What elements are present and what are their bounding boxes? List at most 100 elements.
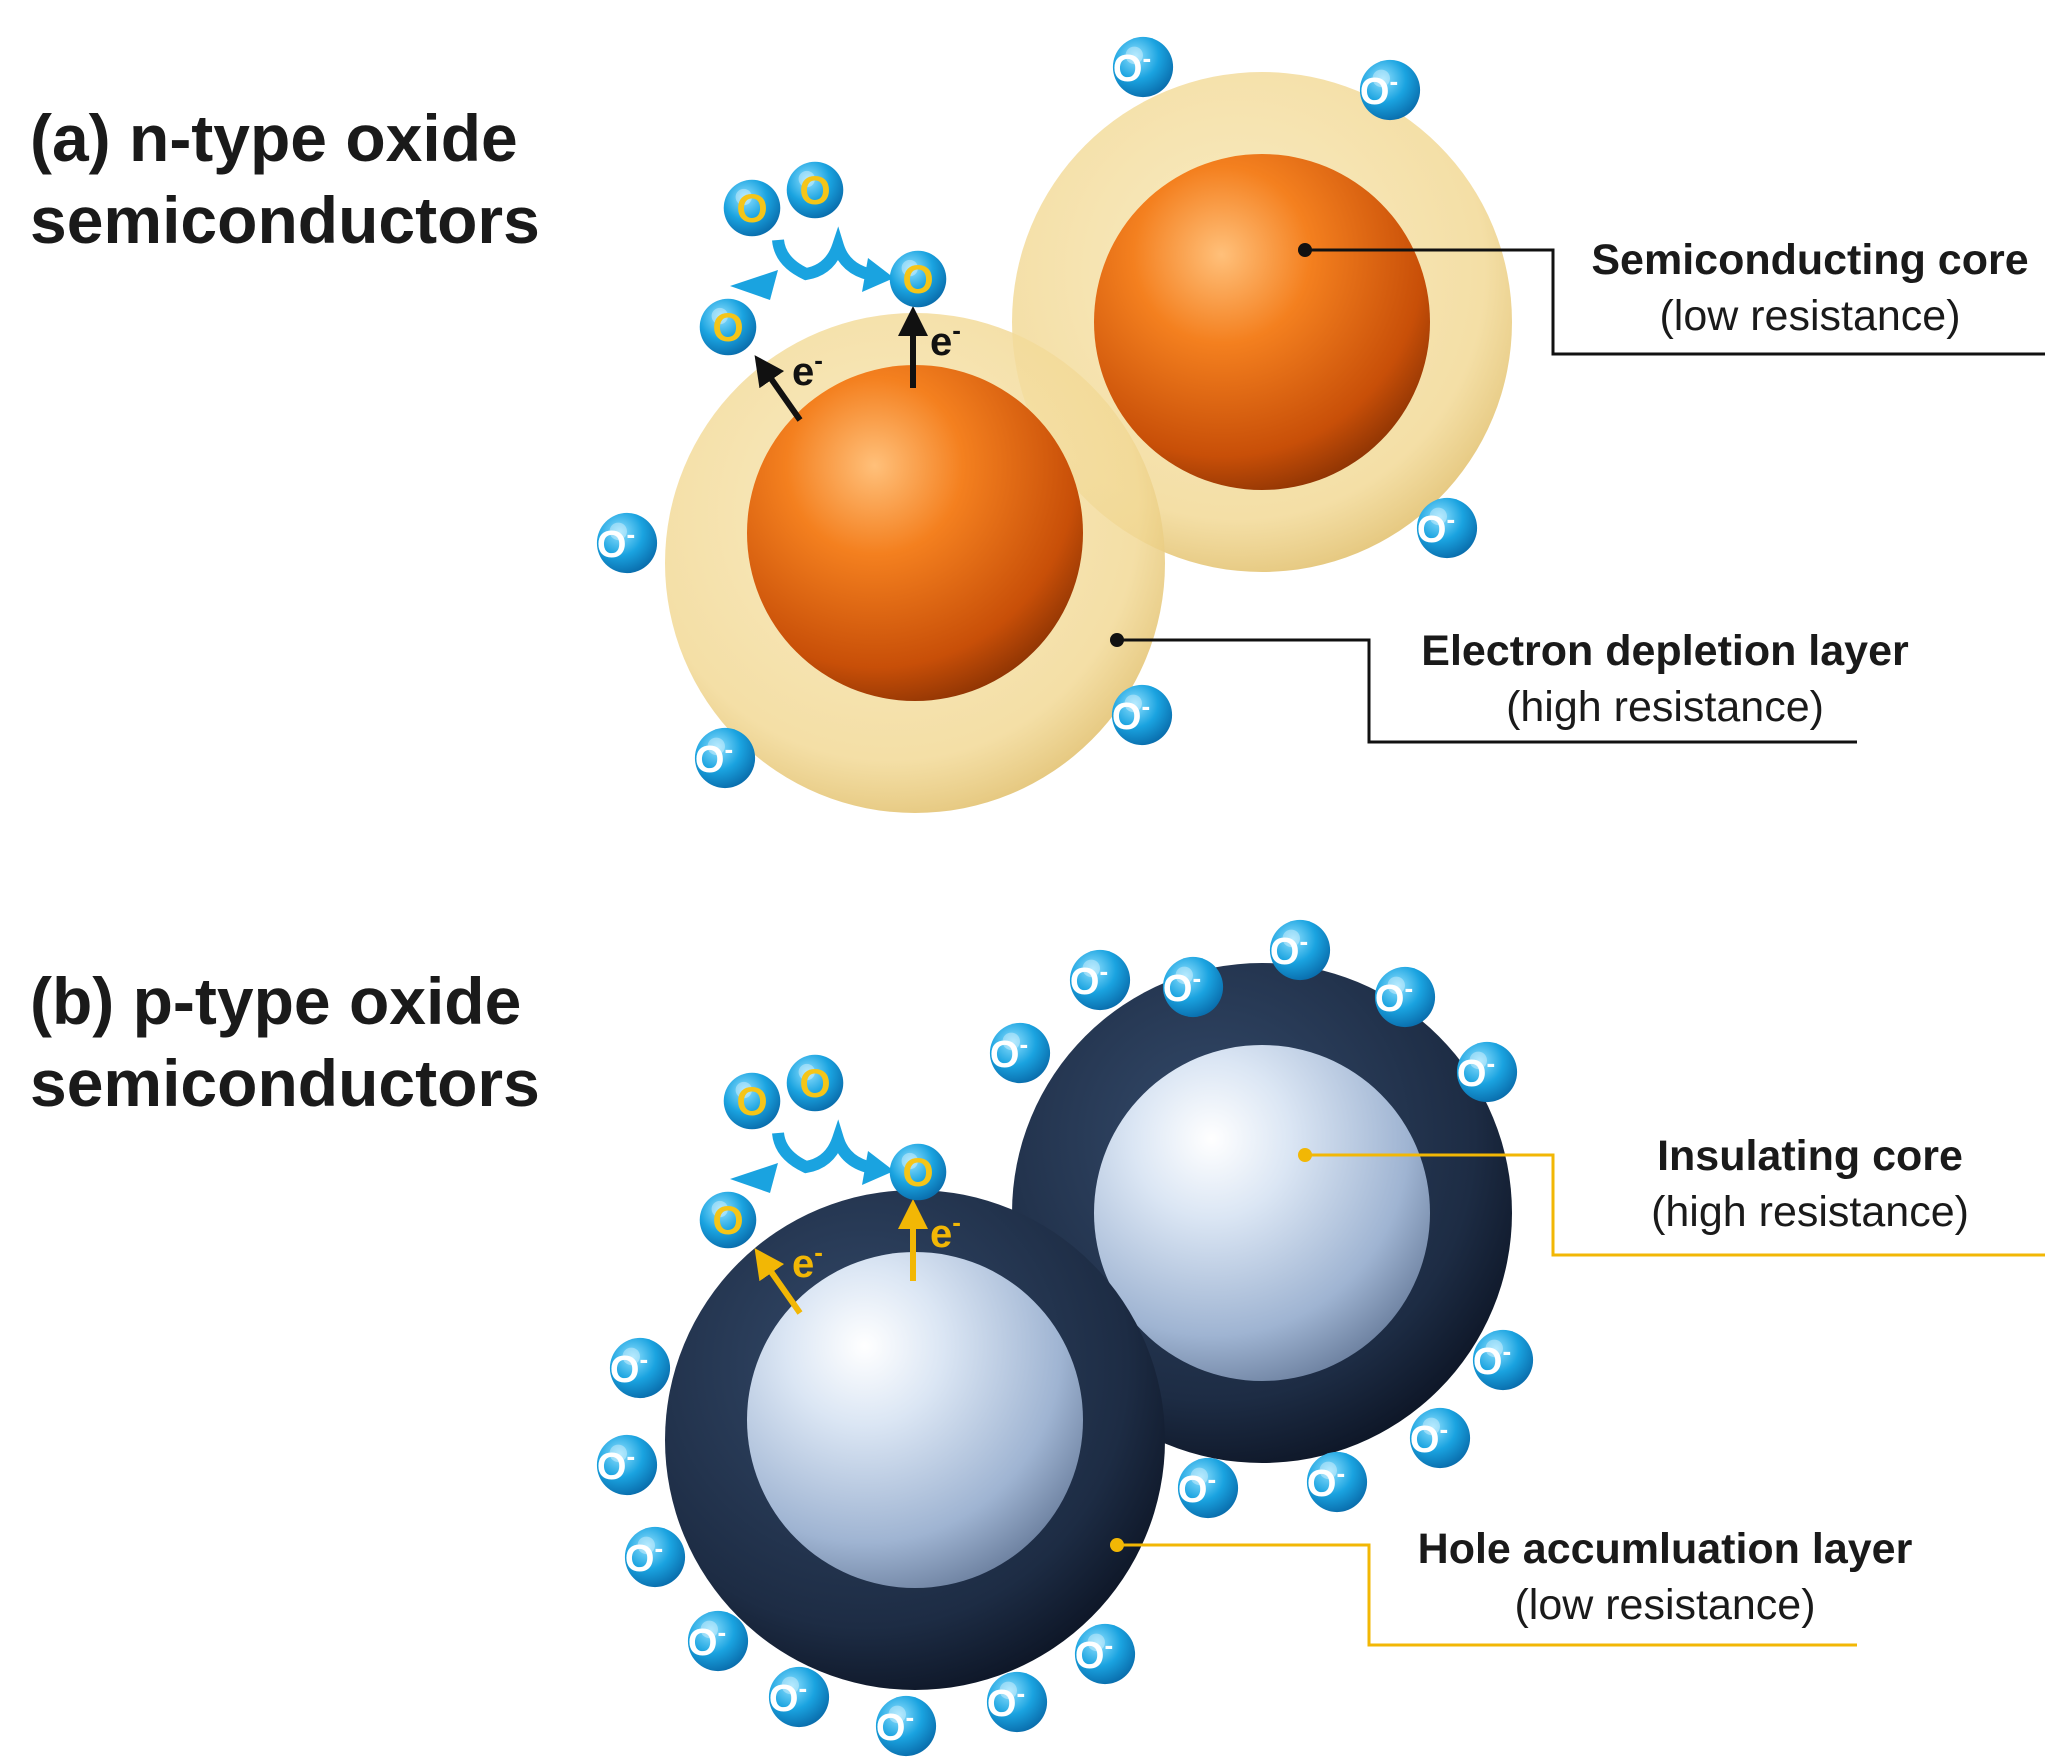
panel-a-title-line1: (a) n-type oxide (30, 101, 518, 175)
electron-arrow-icon (754, 1248, 803, 1315)
oxygen-ion-icon: O- (1178, 1457, 1239, 1519)
panel-a-particles (665, 72, 1512, 813)
oxygen-ion-label: O- (1112, 691, 1150, 738)
oxygen-ion-label: O- (1113, 43, 1151, 90)
oxygen-ion-label: O- (625, 1533, 663, 1580)
curved-reaction-arrow-icon (772, 1119, 879, 1175)
oxygen-ion-icon: O- (695, 727, 756, 789)
oxygen-ion-icon: O- (1307, 1451, 1368, 1513)
panel-b-title: (b) p-type oxide semiconductors (30, 960, 540, 1124)
oxygen-ion-label: O- (1375, 973, 1413, 1020)
oxygen-ion-label: O- (1270, 926, 1308, 973)
layer-resistance: (low resistance) (1514, 1581, 1816, 1629)
oxygen-ion-icon: O- (1410, 1407, 1471, 1469)
oxygen-ion-label: O- (1307, 1458, 1345, 1505)
panel-b-particles (665, 963, 1512, 1690)
oxygen-molecule-label: O (902, 258, 933, 302)
oxygen-ion-label: O- (1360, 66, 1398, 113)
panel-a-title-line2: semiconductors (30, 183, 540, 257)
oxygen-ion-icon: O- (1163, 956, 1224, 1018)
oxygen-molecule-icon: O (723, 179, 781, 237)
p-core-left (747, 1252, 1083, 1588)
curved-reaction-arrow-icon (772, 226, 879, 282)
oxygen-molecule-label: O (712, 1199, 743, 1243)
oxygen-ion-icon: O- (1375, 966, 1436, 1028)
p-core-right (1094, 1045, 1430, 1381)
oxygen-ion-label: O- (1075, 1630, 1113, 1677)
oxygen-molecule-label: O (799, 1062, 830, 1106)
panel-b-title-line2: semiconductors (30, 1046, 540, 1120)
n-core-right (1094, 154, 1430, 490)
panel-a-leaders (1110, 243, 2045, 744)
oxygen-ion-icon: O- (625, 1526, 686, 1588)
oxygen-ion-label: O- (688, 1617, 726, 1664)
core-resistance: (low resistance) (1659, 292, 1961, 340)
oxygen-molecule-icon: O (889, 250, 947, 308)
electron-arrow-icon (754, 355, 803, 422)
oxygen-molecule-icon: O (786, 161, 844, 219)
oxygen-molecule-icon: O (786, 1054, 844, 1112)
oxygen-molecule-label: O (902, 1151, 933, 1195)
layer-resistance: (high resistance) (1506, 683, 1824, 731)
oxygen-molecule-icon: O (699, 298, 757, 356)
oxygen-ion-label: O- (597, 1441, 635, 1488)
panel-b-electron-arrows (730, 1119, 928, 1315)
oxygen-ion-label: O- (876, 1702, 914, 1749)
oxygen-ion-icon: O- (1113, 36, 1174, 98)
panel-b-layer-callout: Hole accumluation layer (low resistance) (1360, 1521, 1970, 1633)
oxygen-ion-label: O- (987, 1678, 1025, 1725)
panel-a-core-callout: Semiconducting core (low resistance) (1560, 232, 2060, 344)
oxygen-ion-label: O- (769, 1673, 807, 1720)
oxygen-ion-icon: O- (597, 512, 658, 574)
oxygen-ion-label: O- (695, 734, 733, 781)
oxygen-ion-icon: O- (1070, 949, 1131, 1011)
panel-b-leaders (1110, 1148, 2045, 1647)
panel-a-electron-arrows (730, 226, 928, 422)
oxygen-ion-icon: O- (610, 1337, 671, 1399)
oxygen-ion-icon: O- (990, 1022, 1051, 1084)
oxygen-ion-icon: O- (987, 1671, 1048, 1733)
layer-label: Electron depletion layer (1421, 627, 1909, 675)
electron-label: e- (930, 1207, 961, 1256)
oxygen-ion-icon: O- (597, 1434, 658, 1496)
oxygen-molecule-icon: O (889, 1143, 947, 1201)
core-label: Semiconducting core (1591, 236, 2029, 284)
electron-label: e- (792, 345, 823, 394)
core-label: Insulating core (1657, 1132, 1963, 1180)
oxygen-ion-label: O- (1070, 956, 1108, 1003)
oxygen-ion-icon: O- (1360, 59, 1421, 121)
oxygen-ion-icon: O- (1457, 1041, 1518, 1103)
n-core-left (747, 365, 1083, 701)
panel-a-title: (a) n-type oxide semiconductors (30, 97, 540, 261)
oxygen-ion-icon: O- (876, 1695, 937, 1757)
oxygen-ion-icon: O- (1075, 1623, 1136, 1685)
oxygen-ion-icon: O- (688, 1610, 749, 1672)
oxygen-ion-label: O- (1473, 1336, 1511, 1383)
panel-a-layer-callout: Electron depletion layer (high resistanc… (1360, 623, 1970, 735)
oxygen-molecule-icon: O (699, 1191, 757, 1249)
oxygen-ion-icon: O- (1417, 497, 1478, 559)
oxygen-molecule-label: O (712, 306, 743, 350)
oxygen-molecule-label: O (799, 169, 830, 213)
layer-label: Hole accumluation layer (1417, 1525, 1913, 1573)
electron-label: e- (930, 315, 961, 364)
oxygen-ion-icon: O- (1270, 919, 1331, 981)
oxygen-molecule-label: O (736, 187, 767, 231)
oxygen-ion-label: O- (1417, 504, 1455, 551)
panel-b-title-line1: (b) p-type oxide (30, 964, 522, 1038)
oxygen-ions: O- O- O- O- O- O- O- O- O- O- O- O- O- O- O- O- O- O- O- O-… (597, 36, 1534, 1757)
oxygen-ion-icon: O- (1473, 1329, 1534, 1391)
oxygen-ion-icon: O- (769, 1666, 830, 1728)
oxygen-molecule-label: O (736, 1080, 767, 1124)
oxygen-ion-label: O- (1178, 1464, 1216, 1511)
oxygen-ion-label: O- (1163, 963, 1201, 1010)
oxygen-ion-label: O- (1410, 1414, 1448, 1461)
oxygen-ion-label: O- (1457, 1048, 1495, 1095)
panel-b-core-callout: Insulating core (high resistance) (1560, 1128, 2060, 1240)
electron-labels: e- e- e- e- (792, 315, 961, 1286)
core-resistance: (high resistance) (1651, 1188, 1969, 1236)
oxygen-ion-label: O- (610, 1344, 648, 1391)
